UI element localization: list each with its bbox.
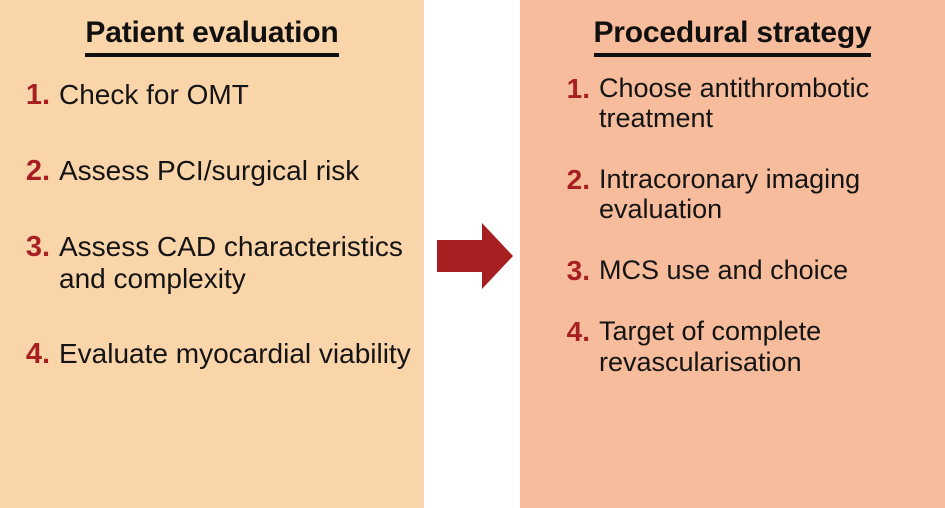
list-item-number: 4.	[566, 316, 590, 348]
list-item: 4. Target of complete revascularisation	[560, 316, 931, 377]
right-panel-title: Procedural strategy	[520, 0, 945, 57]
list-item: 2. Intracoronary imaging evaluation	[560, 164, 931, 225]
list-item: 1. Check for OMT	[18, 79, 414, 111]
list-item-text: Assess CAD characteristics and complexit…	[59, 231, 403, 294]
list-item-number: 4.	[25, 338, 50, 371]
list-item-text: Evaluate myocardial viability	[59, 338, 411, 370]
list-item-text: Assess PCI/surgical risk	[59, 154, 360, 186]
list-item: 3. MCS use and choice	[560, 255, 931, 287]
left-panel-list: 1. Check for OMT 2. Assess PCI/surgical …	[0, 79, 424, 371]
list-item-text: MCS use and choice	[599, 254, 849, 285]
list-item-number: 2.	[25, 154, 50, 187]
left-panel-title: Patient evaluation	[0, 0, 424, 57]
panel-procedural-strategy: Procedural strategy 1. Choose antithromb…	[520, 0, 945, 508]
right-panel-title-text: Procedural strategy	[593, 16, 872, 57]
list-item: 4. Evaluate myocardial viability	[18, 338, 414, 370]
list-item-text: Intracoronary imaging evaluation	[599, 163, 861, 225]
list-item-number: 3.	[25, 231, 50, 264]
list-item-number: 3.	[566, 254, 590, 286]
list-item: 2. Assess PCI/surgical risk	[18, 155, 414, 187]
list-item: 1. Choose antithrombotic treatment	[560, 73, 931, 134]
list-item-number: 1.	[25, 78, 50, 111]
list-item-text: Choose antithrombotic treatment	[599, 72, 870, 134]
list-item-text: Target of complete revascularisation	[599, 316, 822, 377]
list-item-number: 2.	[566, 163, 590, 195]
right-arrow-icon	[437, 223, 513, 289]
left-panel-title-text: Patient evaluation	[85, 16, 339, 57]
list-item: 3. Assess CAD characteristics and comple…	[18, 231, 414, 294]
list-item-number: 1.	[566, 72, 590, 104]
panel-patient-evaluation: Patient evaluation 1. Check for OMT 2. A…	[0, 0, 424, 508]
right-panel-list: 1. Choose antithrombotic treatment 2. In…	[520, 73, 945, 378]
list-item-text: Check for OMT	[59, 78, 249, 110]
